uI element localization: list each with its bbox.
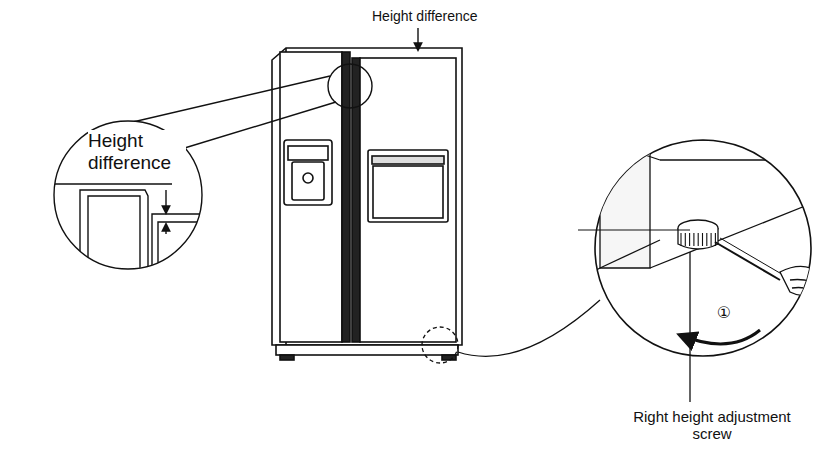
dimension-label: Height difference (372, 8, 512, 24)
part-label: Right height adjustment screw (612, 408, 812, 443)
dimension-label: Height difference (88, 130, 186, 174)
foot-zoom (422, 140, 820, 402)
magnifier (54, 28, 418, 272)
callout-number: ① (712, 304, 736, 322)
leader-line (578, 230, 690, 231)
refrigerator (272, 48, 462, 360)
